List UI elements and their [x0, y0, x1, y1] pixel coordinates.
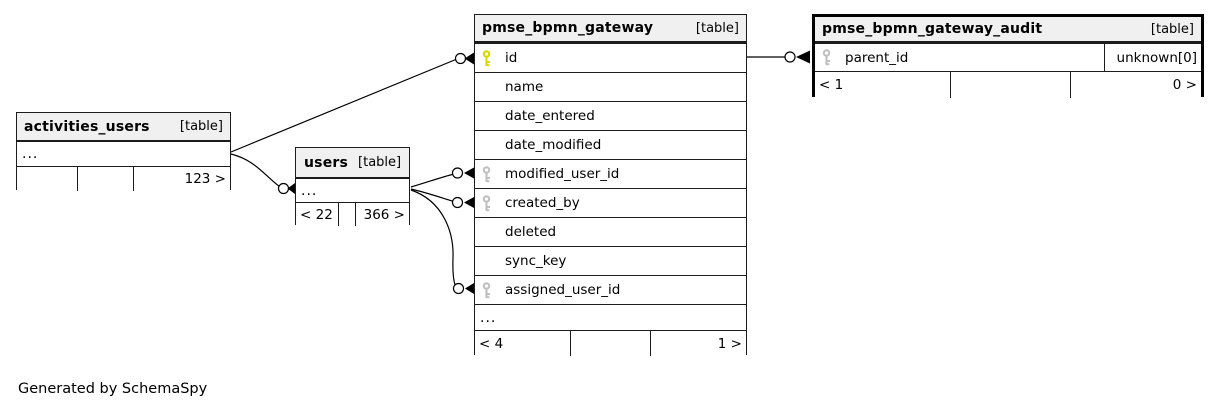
table-type-label: [table] [358, 155, 402, 170]
column-name: id [505, 50, 518, 66]
zero-cardinality-icon [784, 51, 796, 63]
table-name[interactable]: activities_users [24, 118, 150, 135]
column-name: date_entered [505, 108, 595, 124]
table-name[interactable]: pmse_bpmn_gateway_audit [822, 21, 1043, 37]
foreign-key-icon [481, 194, 496, 212]
table-header: users [table] [296, 148, 409, 178]
footer-children-count: 1 > [717, 335, 742, 352]
arrowhead-icon [796, 50, 810, 64]
arrowhead-icon [287, 183, 295, 194]
relationship-line [410, 189, 456, 286]
arrowhead-icon [464, 197, 474, 208]
relationship-line [410, 173, 455, 188]
column-row-parent-id: parent_id unknown[0] [815, 43, 1201, 71]
column-row-sync-key: sync_key [475, 246, 746, 275]
table-users[interactable]: users [table] ... < 22 366 > [295, 147, 410, 226]
table-pmse-bpmn-gateway-audit[interactable]: pmse_bpmn_gateway_audit [table] parent_i… [812, 14, 1204, 98]
column-row-assigned-user-id: assigned_user_id [475, 275, 746, 304]
footer-children-count: 123 > [184, 171, 226, 187]
relationship-line [230, 153, 281, 188]
primary-key-icon [481, 49, 496, 67]
footer-children-count: 366 > [363, 206, 405, 223]
arrowhead-icon [464, 52, 474, 65]
column-name: sync_key [505, 253, 567, 269]
foreign-key-icon [821, 49, 836, 66]
zero-cardinality-icon [451, 167, 464, 179]
arrowhead-icon [464, 167, 474, 179]
generated-by-note: Generated by SchemaSpy [18, 381, 208, 397]
column-name: deleted [505, 224, 557, 240]
column-name: created_by [505, 195, 580, 211]
table-activities-users[interactable]: activities_users [table] ... 123 > [16, 112, 231, 191]
footer-cell [571, 331, 651, 356]
arrowhead-icon [465, 283, 474, 294]
collapsed-columns-row: ... [17, 141, 230, 166]
relationship-line [410, 188, 455, 203]
table-header: pmse_bpmn_gateway_audit [table] [815, 17, 1201, 43]
footer-parents-count: < 22 [296, 203, 339, 226]
table-pmse-bpmn-gateway[interactable]: pmse_bpmn_gateway [table] id name date_e… [474, 14, 747, 356]
table-type-label: [table] [695, 20, 739, 36]
collapsed-columns-row: ... [296, 178, 409, 202]
footer-cell [339, 203, 356, 226]
column-name: parent_id [845, 49, 909, 66]
table-footer: < 22 366 > [296, 202, 409, 226]
foreign-key-icon [481, 165, 496, 183]
zero-cardinality-icon [277, 182, 290, 195]
footer-children-count: 0 > [1172, 77, 1197, 93]
column-row-date-entered: date_entered [475, 101, 746, 130]
table-name[interactable]: pmse_bpmn_gateway [482, 20, 654, 36]
table-name[interactable]: users [304, 154, 349, 171]
column-row-deleted: deleted [475, 217, 746, 246]
collapsed-columns-row: ... [475, 304, 746, 330]
column-row-modified-user-id: modified_user_id [475, 159, 746, 188]
column-name: date_modified [505, 137, 602, 153]
table-header: pmse_bpmn_gateway [table] [475, 15, 746, 43]
zero-cardinality-icon [451, 196, 464, 209]
table-footer: < 1 0 > [815, 71, 1201, 98]
table-footer: < 4 1 > [475, 330, 746, 356]
footer-cell [78, 167, 134, 191]
column-row-created-by: created_by [475, 188, 746, 217]
table-type-label: [table] [1150, 21, 1194, 37]
foreign-key-icon [481, 281, 496, 299]
zero-cardinality-icon [452, 282, 465, 295]
relationship-line [230, 58, 458, 153]
column-row-id: id [475, 43, 746, 72]
column-type-value: unknown[0] [1104, 44, 1201, 71]
zero-cardinality-icon [454, 52, 467, 65]
footer-parents-count: < 1 [815, 72, 951, 98]
table-footer: 123 > [17, 166, 230, 191]
footer-parents-count: < 4 [475, 331, 571, 356]
column-row-date-modified: date_modified [475, 130, 746, 159]
column-name: modified_user_id [505, 166, 620, 182]
column-name: name [505, 79, 544, 95]
table-header: activities_users [table] [17, 113, 230, 141]
column-name: assigned_user_id [505, 282, 621, 298]
footer-cell [951, 72, 1071, 98]
table-type-label: [table] [179, 119, 223, 134]
column-row-name: name [475, 72, 746, 101]
footer-cell [17, 167, 78, 191]
